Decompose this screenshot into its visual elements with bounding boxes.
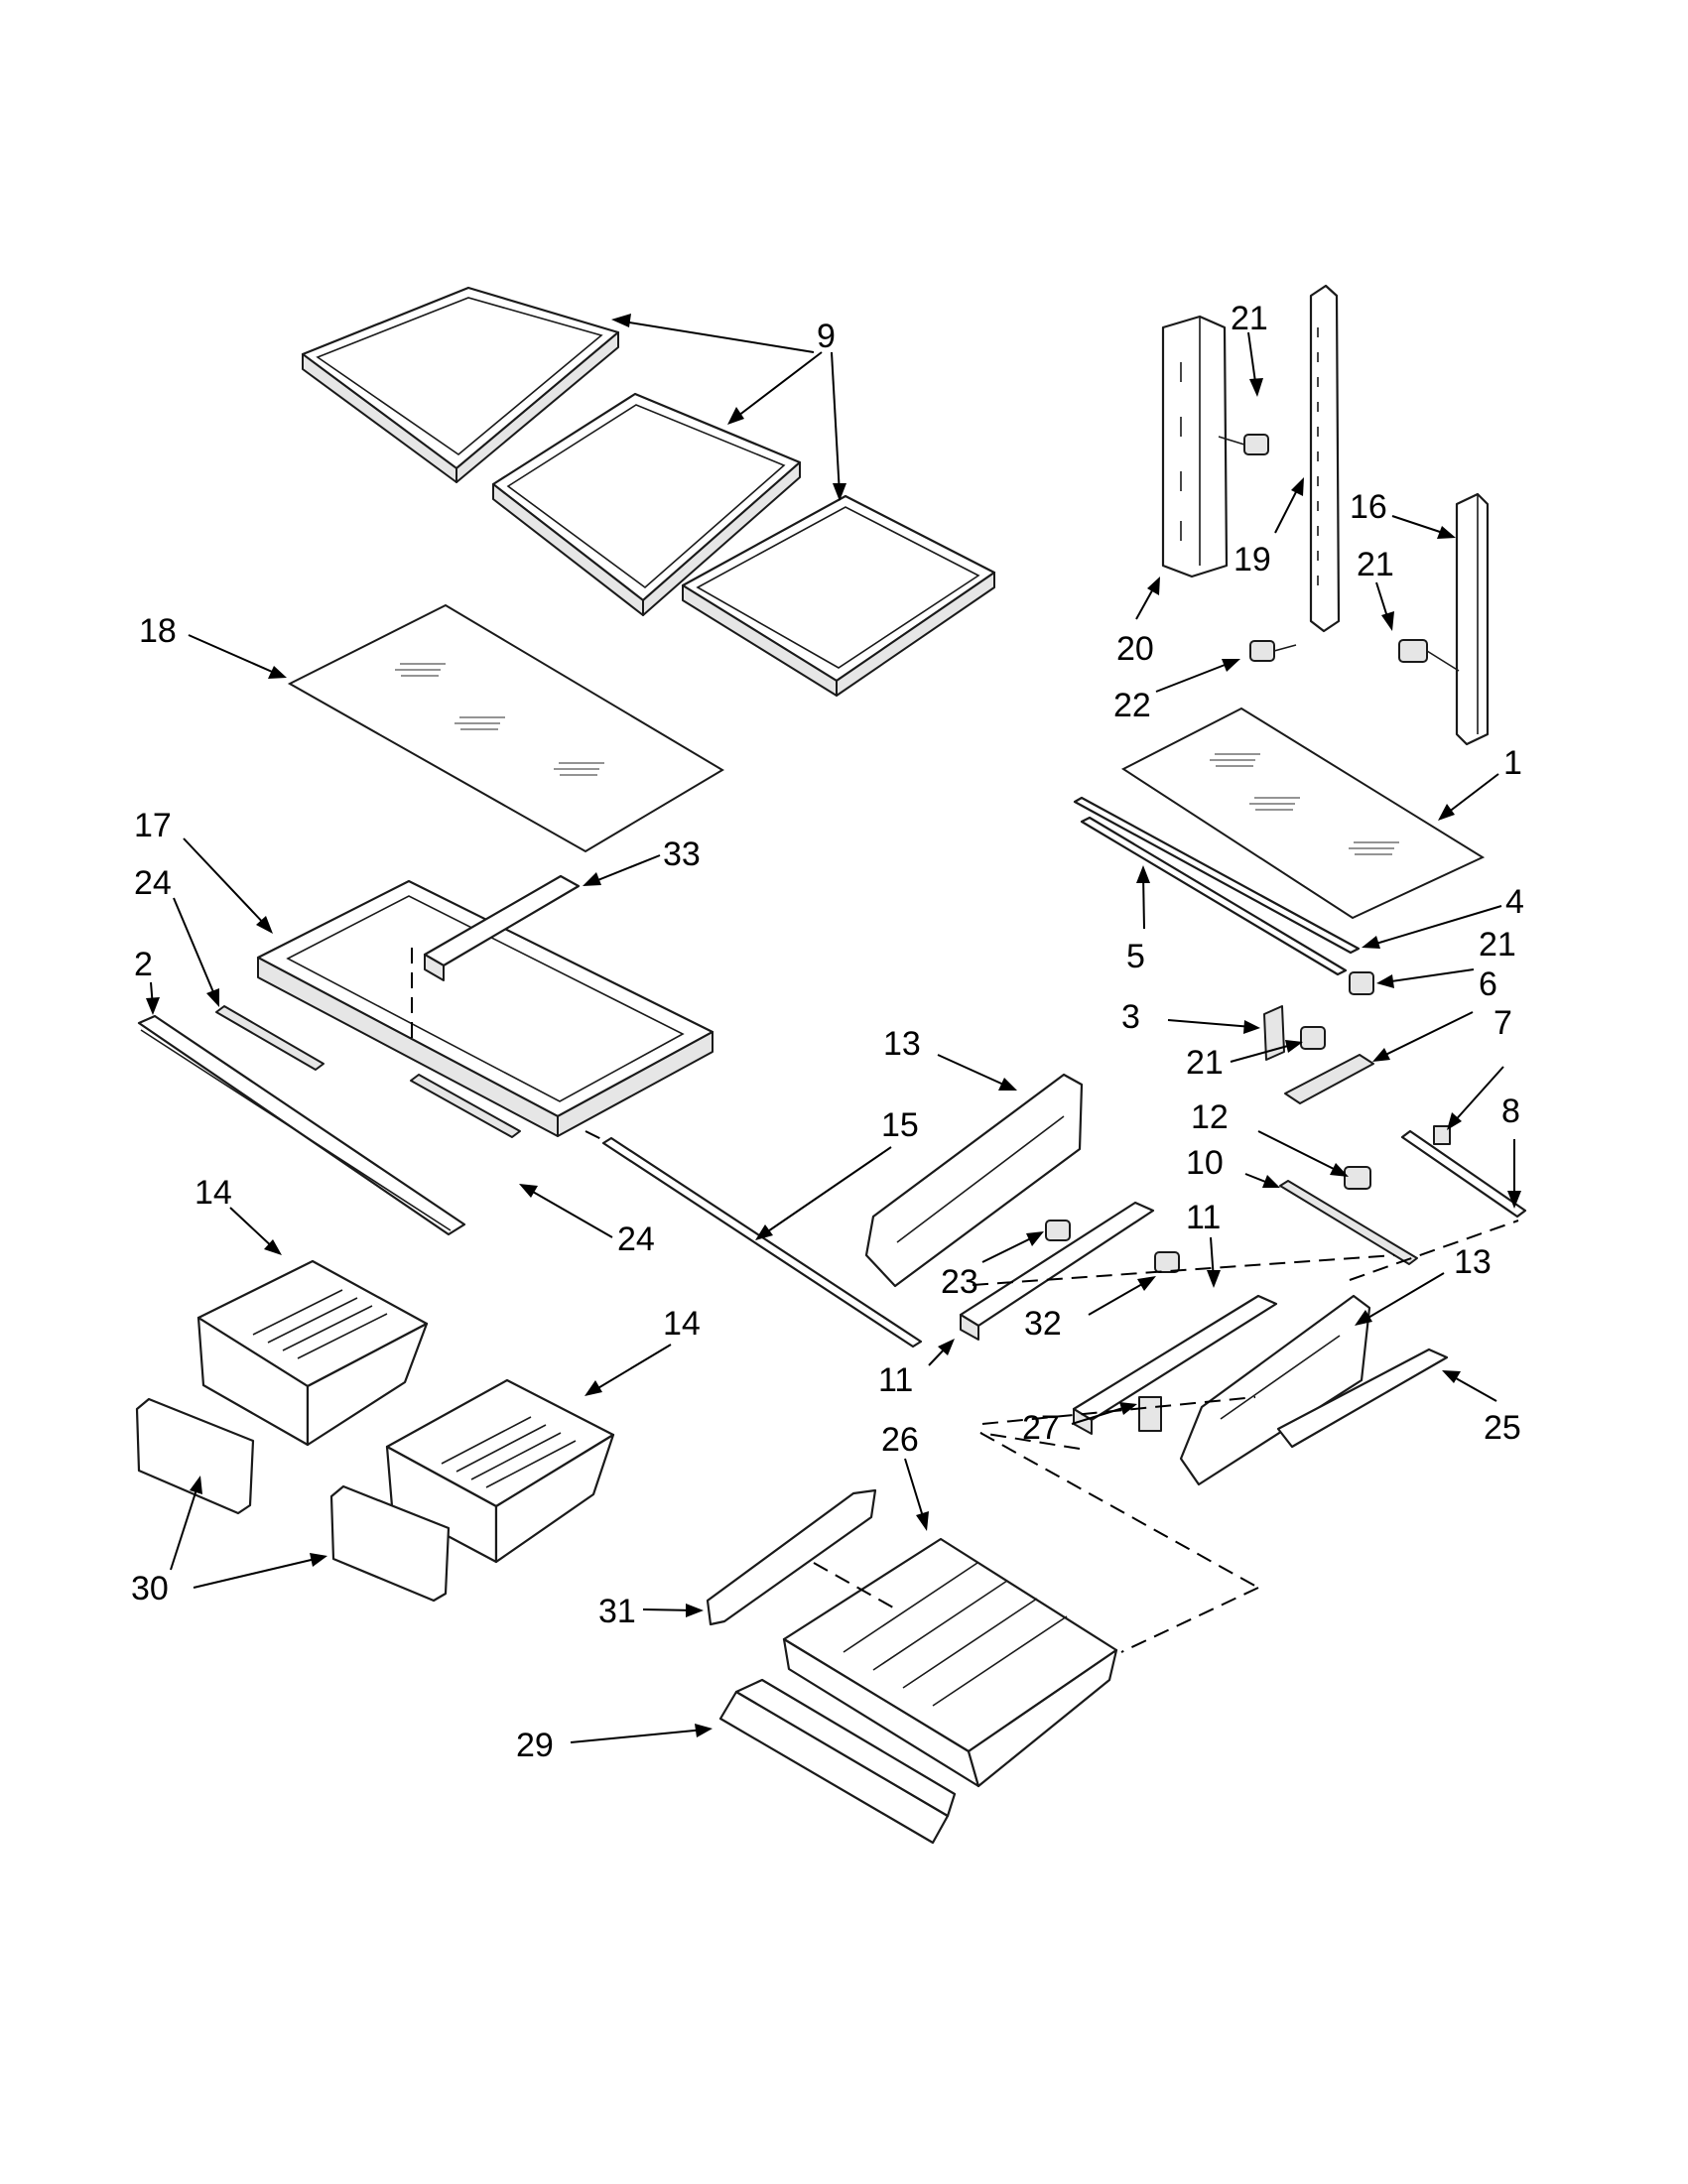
callout-21: 21 — [1231, 300, 1268, 337]
clip-24-upper — [215, 1005, 325, 1071]
callout-16: 16 — [1350, 488, 1387, 526]
rail-19 — [1309, 284, 1341, 633]
callout-19: 19 — [1234, 541, 1271, 578]
callout-27: 27 — [1022, 1409, 1060, 1447]
screw-32 — [1154, 1251, 1180, 1273]
glass-shelf-1 — [1121, 707, 1486, 920]
callout-21: 21 — [1186, 1044, 1224, 1082]
callout-22: 22 — [1113, 687, 1151, 724]
rail-8 — [1400, 1129, 1527, 1219]
clip-27 — [1138, 1396, 1162, 1432]
screw-21-right — [1398, 639, 1460, 672]
bracket-33 — [423, 874, 581, 981]
handle-rod-25 — [1276, 1348, 1449, 1449]
trim-strip-5 — [1080, 816, 1348, 976]
rail-16 — [1455, 492, 1490, 746]
callout-26: 26 — [881, 1421, 919, 1459]
trim-strip-4 — [1073, 796, 1361, 955]
callout-32: 32 — [1024, 1305, 1062, 1343]
drawer-front-30-upper — [135, 1397, 255, 1515]
bracket-3 — [1263, 1005, 1285, 1061]
screw-21-mid — [1300, 1026, 1326, 1050]
drawer-front-29 — [718, 1678, 957, 1845]
screw-12 — [1344, 1166, 1371, 1190]
callout-18: 18 — [139, 612, 177, 650]
crisper-drawer-14-left — [196, 1259, 429, 1447]
callout-8: 8 — [1501, 1092, 1520, 1130]
callout-3: 3 — [1121, 998, 1140, 1036]
callout-1: 1 — [1503, 744, 1522, 782]
callout-20: 20 — [1116, 630, 1154, 668]
leaders — [146, 314, 1521, 1743]
callout-10: 10 — [1186, 1144, 1224, 1182]
callout-12: 12 — [1191, 1098, 1229, 1136]
side-support-13-left — [864, 1073, 1084, 1288]
callout-23: 23 — [941, 1263, 978, 1301]
crisper-drawer-14-right — [385, 1378, 615, 1564]
callout-14: 14 — [195, 1174, 232, 1212]
screw-21-upper — [1218, 434, 1269, 455]
callout-7: 7 — [1493, 1004, 1512, 1042]
clip-24-lower — [410, 1074, 521, 1138]
callout-21: 21 — [1479, 926, 1516, 964]
screw-22 — [1249, 640, 1297, 662]
shelf-9-b — [491, 392, 802, 616]
callout-4: 4 — [1505, 883, 1524, 921]
callout-33: 33 — [663, 835, 701, 873]
bracket-6 — [1284, 1054, 1374, 1104]
callout-13: 13 — [883, 1025, 921, 1063]
callout-5: 5 — [1126, 938, 1145, 975]
divider-31 — [706, 1488, 877, 1626]
screw-23 — [1045, 1220, 1071, 1241]
side-support-13-right — [1179, 1294, 1371, 1486]
callout-11: 11 — [878, 1361, 913, 1399]
callout-25: 25 — [1484, 1409, 1521, 1447]
shelf-9-a — [301, 286, 620, 483]
callout-30: 30 — [131, 1570, 169, 1607]
callout-24: 24 — [134, 864, 172, 902]
callout-21: 21 — [1357, 546, 1394, 583]
callout-13: 13 — [1454, 1243, 1492, 1281]
rail-10 — [1279, 1180, 1418, 1265]
callout-15: 15 — [881, 1106, 919, 1144]
assembly-guides — [411, 948, 1519, 1653]
shelf-9-c — [681, 494, 996, 697]
callout-2: 2 — [134, 946, 153, 983]
callout-29: 29 — [516, 1727, 554, 1764]
screw-21-lower — [1349, 971, 1374, 995]
glass-shelf-18 — [287, 603, 724, 853]
callout-9: 9 — [817, 318, 836, 355]
callout-24: 24 — [617, 1220, 655, 1258]
callout-labels: 9 21 16 21 19 18 20 22 1 17 33 24 2 4 5 … — [131, 300, 1524, 1764]
callout-31: 31 — [598, 1593, 636, 1630]
clip-7 — [1433, 1125, 1451, 1145]
callout-14: 14 — [663, 1305, 701, 1343]
front-trim-2 — [137, 1014, 466, 1236]
callout-6: 6 — [1479, 965, 1497, 1003]
slide-11-left — [959, 1201, 1155, 1341]
drawer-front-30-lower — [329, 1484, 451, 1603]
callout-11: 11 — [1186, 1199, 1221, 1236]
callout-17: 17 — [134, 807, 172, 844]
rail-20 — [1161, 315, 1229, 578]
shelf-frame-17 — [256, 879, 714, 1137]
trim-15 — [601, 1136, 923, 1349]
